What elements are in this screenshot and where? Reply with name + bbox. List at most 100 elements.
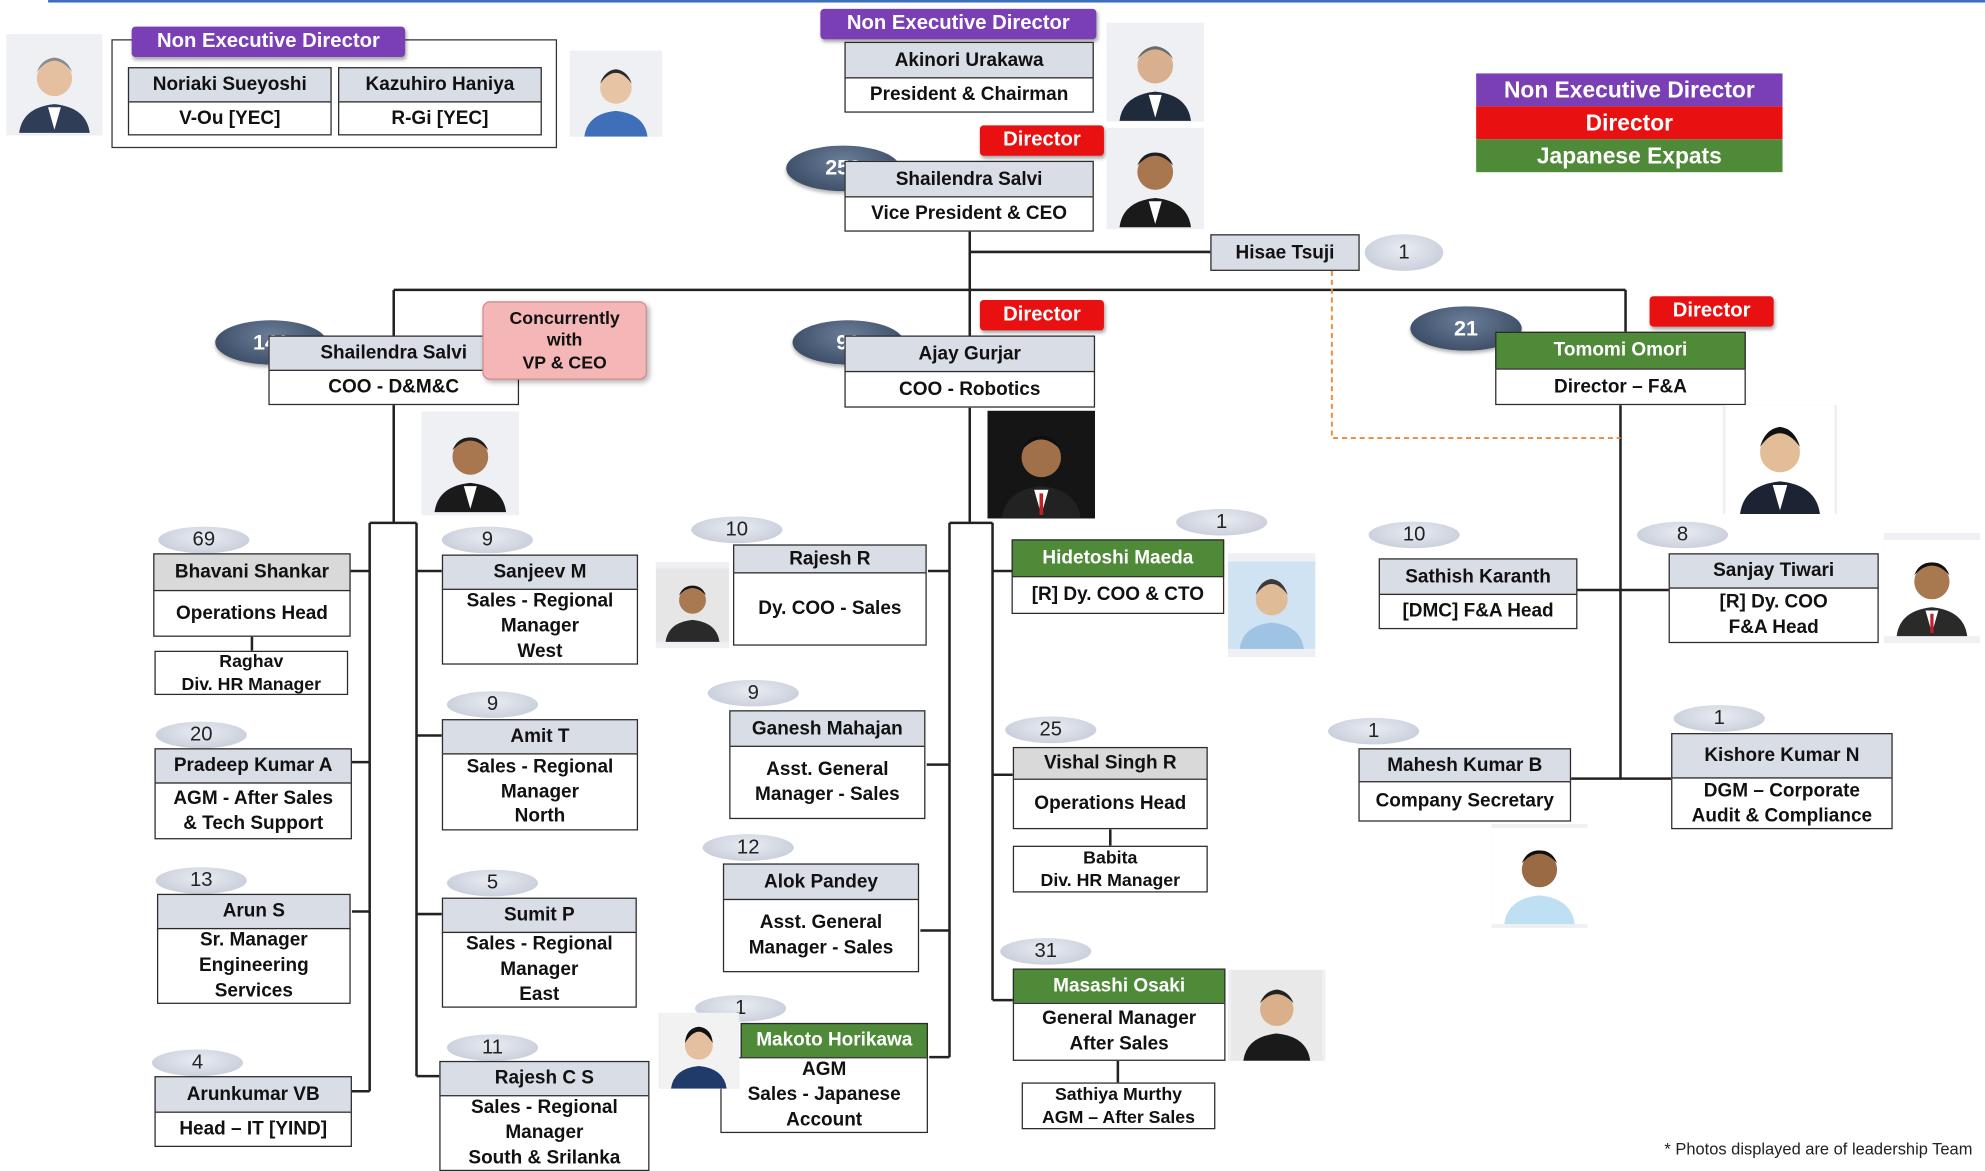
person-title: [R] Dy. COO & CTO [1011,576,1225,615]
person-title: Asst. General Manager - Sales [722,898,920,973]
count-badge: 4 [151,1049,244,1077]
sub-role: Sathiya Murthy AGM – After Sales [1021,1082,1216,1130]
chairman-tag: Non Executive Director [820,8,1097,40]
person-name: Rajesh R [733,544,927,574]
board-member-name: Kazuhiro Haniya [338,67,542,103]
person-name: Sathish Karanth [1378,558,1578,596]
legend: Non Executive Director Director Japanese… [1476,73,1783,173]
person-name: Sumit P [441,897,637,934]
count-badge: 31 [1000,938,1092,965]
count-badge: 69 [158,526,250,554]
coo-robotics-name: Ajay Gurjar [844,335,1096,373]
person-title: Company Secretary [1358,781,1572,822]
board-member-title: V-Ou [YEC] [127,101,332,136]
coo-dmc-title: COO - D&M&C [268,369,520,406]
person-title: [R] Dy. COO F&A Head [1668,587,1879,644]
coo-robotics-director-tag: Director [979,300,1104,331]
sub-role: Babita Div. HR Manager [1012,845,1208,893]
person-title: [DMC] F&A Head [1378,593,1578,630]
photo-rajesh-r [655,562,730,649]
person-name: Hidetoshi Maeda [1011,539,1225,578]
person-name: Masashi Osaki [1012,968,1226,1004]
count-badge: 10 [1368,521,1460,549]
director-fa-title: Director – F&A [1495,368,1746,406]
count-badge: 8 [1636,521,1729,549]
person-name: Bhavani Shankar [153,553,351,592]
person-name: Mahesh Kumar B [1358,748,1572,783]
count-badge: 20 [155,721,247,749]
board-member-title: R-Gi [YEC] [338,101,542,136]
board-tag: Non Executive Director [131,26,406,57]
legend-director: Director [1476,106,1783,140]
coo-robotics-title: COO - Robotics [844,370,1096,408]
person-title: AGM Sales - Japanese Account [720,1057,928,1134]
sub-role: Raghav Div. HR Manager [154,650,349,696]
person-name: Arun S [156,893,351,930]
photo-noriaki-sueyoshi [6,34,103,136]
person-title: Sales - Regional Manager West [441,588,639,665]
count-badge: 1 [1328,717,1420,745]
person-title: DGM – Corporate Audit & Compliance [1671,777,1893,830]
photo-sanjay-tiwari [1883,532,1981,644]
person-name: Pradeep Kumar A [154,748,352,784]
board-member-name: Noriaki Sueyoshi [127,67,332,103]
person-title: Sales - Regional Manager South & Srilank… [439,1095,650,1171]
count-badge: 9 [441,526,533,554]
person-title: Asst. General Manager - Sales [729,745,926,820]
ceo-director-tag: Director [979,125,1104,156]
count-badge: 9 [707,679,799,707]
count-badge: 1 [1176,508,1268,536]
person-name: Makoto Horikawa [740,1022,928,1059]
person-title: Sales - Regional Manager East [441,931,637,1008]
person-name: Alok Pandey [722,863,920,901]
person-name: Ganesh Mahajan [729,710,926,747]
count-badge: 11 [446,1034,539,1061]
photo-hidetoshi-maeda [1228,553,1316,658]
count-badge: 5 [446,869,539,897]
director-fa-name: Tomomi Omori [1495,331,1746,370]
count-badge: 25 [1005,716,1097,744]
photo-ajay-gurjar [987,410,1096,520]
photo-masashi-osaki [1228,969,1326,1061]
person-title: Dy. COO - Sales [733,572,927,646]
person-name: Sanjay Tiwari [1668,553,1879,589]
photo-mahesh-kumar-b [1491,824,1588,928]
count-badge: 9 [446,691,539,718]
count-badge: 1 [1673,705,1765,732]
person-name: Kishore Kumar N [1671,733,1893,779]
person-name: Rajesh C S [439,1060,650,1097]
chairman-name: Akinori Urakawa [844,41,1094,79]
count-badge: 12 [702,834,794,861]
person-name: Amit T [441,719,639,755]
person-title: Sales - Regional Manager North [441,753,639,831]
chairman-title: President & Chairman [844,77,1094,113]
concurrent-note: Concurrently with VP & CEO [482,301,647,380]
photo-shailendra-salvi-2 [421,411,520,516]
coo-dmc-name: Shailendra Salvi [268,335,520,371]
top-rule [48,0,1985,3]
photo-akinori-urakawa [1106,22,1204,122]
person-title: Sr. Manager Engineering Services [156,927,351,1004]
person-title: Head – IT [YIND] [154,1111,352,1147]
person-title: AGM - After Sales & Tech Support [154,782,352,840]
person-name: Vishal Singh R [1012,746,1208,780]
ceo-title: Vice President & CEO [844,196,1094,232]
assistant-count-badge: 1 [1364,234,1444,271]
person-name: Arunkumar VB [154,1076,352,1113]
person-title: Operations Head [153,589,351,637]
footnote: * Photos displayed are of leadership Tea… [1664,1139,1973,1159]
assistant-name: Hisae Tsuji [1210,234,1360,271]
photo-makoto-horikawa [658,1012,740,1089]
person-title: General Manager After Sales [1012,1002,1226,1061]
photo-shailendra-salvi [1106,127,1204,230]
ceo-name: Shailendra Salvi [844,160,1094,198]
legend-japanese-expats: Japanese Expats [1476,139,1783,173]
director-fa-tag: Director [1649,296,1774,327]
count-badge: 10 [691,516,783,544]
person-name: Sanjeev M [441,554,639,590]
legend-non-executive: Non Executive Director [1476,73,1783,107]
person-title: Operations Head [1012,778,1208,830]
count-badge: 13 [155,867,247,894]
